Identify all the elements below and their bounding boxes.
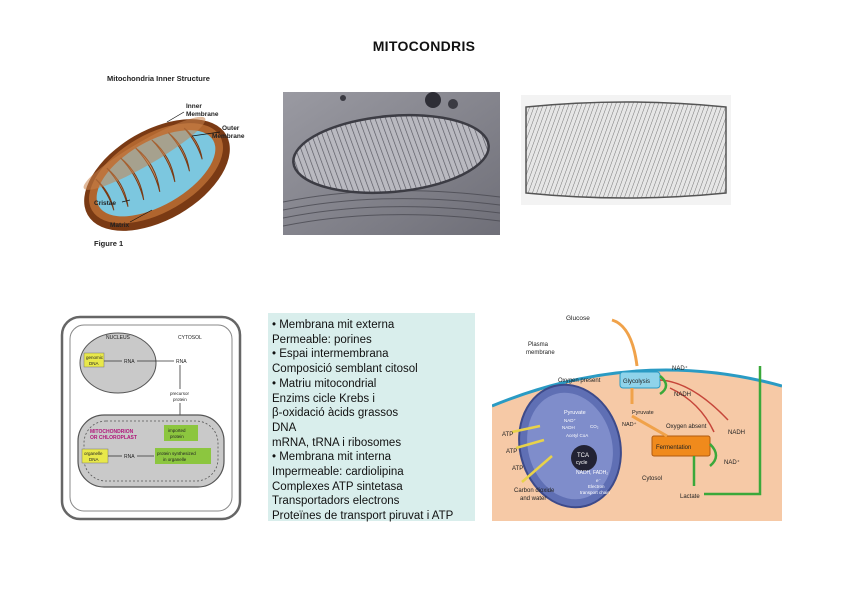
electron-label-2: Electron <box>588 484 605 489</box>
note-line: Transportadors electrons <box>272 495 400 508</box>
cytosol-label: Cytosol <box>642 476 662 482</box>
nad-plus-label-3: NAD⁺ <box>724 459 740 466</box>
imported-label-1: imported <box>168 428 186 433</box>
imported-label-2: protein <box>170 434 184 439</box>
precursor-label-2: protein <box>173 397 187 402</box>
glucose-label: Glucose <box>566 315 590 322</box>
mitochondria-notes-box: • Membrana mit externa Permeable: porine… <box>268 313 475 524</box>
precursor-label-1: precursor <box>170 391 190 396</box>
pyruvate-label-1: Pyruvate <box>564 410 586 416</box>
pyruvate-label-2: Pyruvate <box>632 410 654 416</box>
plasma-label-1: Plasma <box>528 342 549 348</box>
tca-label-1: TCA <box>577 453 589 459</box>
mito-label-2: OR CHLOROPLAST <box>90 435 137 441</box>
figure-caption: Figure 1 <box>94 239 123 248</box>
atp-label-2: ATP <box>506 449 517 455</box>
genomic-dna-label-2: DNA <box>89 361 99 366</box>
note-line: DNA <box>272 421 297 434</box>
electron-label-3: transport chain <box>580 490 610 495</box>
fermentation-label: Fermentation <box>656 445 691 451</box>
note-line: Proteïnes de transport piruvat i ATP <box>272 510 454 523</box>
nad-plus-label-4: NAD⁺ <box>622 421 637 428</box>
rna-label-2: RNA <box>176 359 187 365</box>
organelle-protein-diagram: NUCLEUS CYTOSOL genomic DNA RNA RNA prec… <box>60 315 242 521</box>
glycolysis-label: Glycolysis <box>623 379 650 385</box>
note-line: Enzims cicle Krebs i <box>272 392 375 405</box>
tca-cycle-circle <box>571 445 597 471</box>
mito-label-1: MITOCHONDRION <box>90 429 134 435</box>
note-line: • Membrana mit externa <box>272 319 395 331</box>
electron-micrograph-sketch <box>521 95 731 205</box>
note-line: β-oxidació àcids grassos <box>272 407 399 420</box>
synth-label-2: in organelle <box>163 457 187 462</box>
note-line: • Membrana mit interna <box>272 451 392 464</box>
notes-list: • Membrana mit externa Permeable: porine… <box>268 313 475 524</box>
nadh-fadh-label: NADH, FADH₂ <box>576 470 608 476</box>
mitochondrion-illustration <box>83 116 230 231</box>
rna-label-1: RNA <box>124 359 135 365</box>
label-inner-membrane-2: Membrane <box>186 111 219 118</box>
note-line: Composició semblant citosol <box>272 363 418 376</box>
electron-micrograph <box>283 92 500 235</box>
tca-label-2: cycle <box>576 460 588 466</box>
lactate-label: Lactate <box>680 494 700 500</box>
oxygen-absent-label: Oxygen absent <box>666 424 707 430</box>
genomic-dna-label-1: genomic <box>86 355 104 360</box>
nadh-label-1: NADH <box>674 392 691 398</box>
label-matrix: Matrix <box>110 222 130 229</box>
label-outer-membrane-1: Outer <box>222 125 240 132</box>
acetyl-coa-label: Acetyl CoA <box>566 433 588 438</box>
note-line: Complexes ATP sintetasa <box>272 480 403 493</box>
note-line: Permeable: porines <box>272 333 372 346</box>
nad-plus-label-1: NAD⁺ <box>672 365 688 372</box>
cell-metabolism-diagram: Glucose Plasma membrane Oxygen present G… <box>492 306 782 521</box>
synth-label-1: protein synthesized <box>157 451 196 456</box>
oxygen-present-label: Oxygen present <box>558 378 601 384</box>
cytosol-label: CYTOSOL <box>178 335 202 341</box>
note-line: • Matriu mitocondrial <box>272 377 377 390</box>
mito-figure-header: Mitochondria Inner Structure <box>107 74 210 83</box>
co2-label: CO₂ <box>590 424 599 429</box>
nadh-label-2: NADH <box>562 425 575 430</box>
label-inner-membrane-1: Inner <box>186 103 202 110</box>
nad-plus-label-2: NAD⁺ <box>564 418 577 423</box>
electron-label-1: e⁻ <box>596 478 602 483</box>
label-cristae: Cristae <box>94 200 116 207</box>
note-line: mRNA, tRNA i ribosomes <box>272 436 402 449</box>
nadh-label-3: NADH <box>728 430 745 436</box>
page-title: MITOCONDRIS <box>372 38 476 54</box>
organelle-dna-label-1: organelle <box>84 451 103 456</box>
plasma-label-2: membrane <box>526 350 555 356</box>
nucleus-label: NUCLEUS <box>106 335 131 341</box>
organelle-dna-label-2: DNA <box>89 457 99 462</box>
carbon-label-1: Carbon dioxide <box>514 488 555 494</box>
atp-label-1: ATP <box>502 432 513 438</box>
carbon-label-2: and water <box>520 496 546 502</box>
atp-label-3: ATP <box>512 466 523 472</box>
mitochondria-structure-figure: Mitochondria Inner Structure Inner Membr… <box>83 74 245 248</box>
note-line: Impermeable: cardiolipina <box>272 466 404 479</box>
rna-label-3: RNA <box>124 454 135 460</box>
label-outer-membrane-2: Membrane <box>212 133 245 140</box>
note-line: • Espai intermembrana <box>272 348 389 361</box>
